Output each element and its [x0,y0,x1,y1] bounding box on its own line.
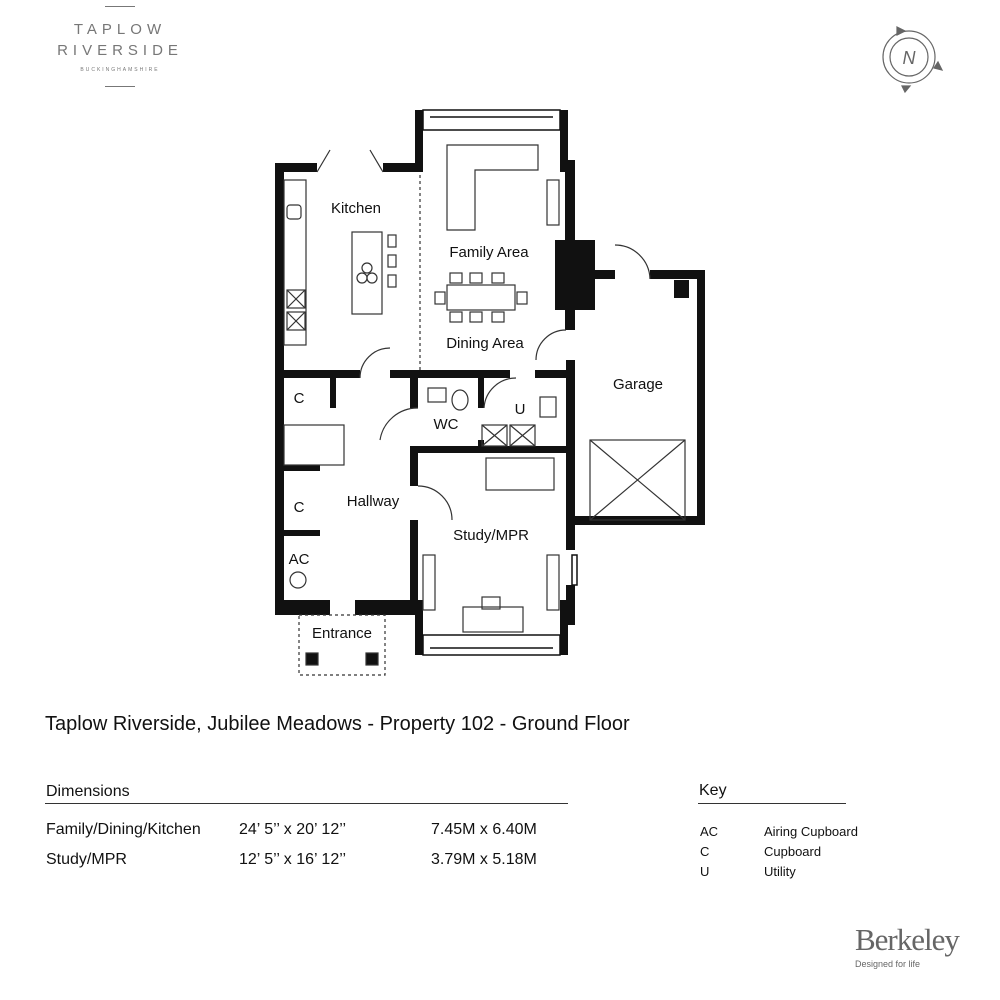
room-label-garage: Garage [613,376,663,393]
room-label-family-area: Family Area [449,244,529,261]
berkeley-logo: Berkeley Designed for life [855,922,960,970]
key-code: C [700,844,710,859]
brand-name: Berkeley [855,922,960,957]
key-divider [698,803,846,804]
room-label-entrance: Entrance [312,625,372,642]
bay-windows [422,109,578,656]
room-label-airing-cupboard: AC [289,551,310,568]
brand-tagline: Designed for life [855,959,921,969]
logo-line-2: RIVERSIDE [57,42,183,59]
compass-north-label: N [903,48,917,68]
plan-title: Taplow Riverside, Jubilee Meadows - Prop… [45,713,630,735]
key-meaning: Cupboard [764,844,822,859]
room-label-cupboard-1: C [294,390,305,407]
dimension-room: Family/Dining/Kitchen [46,821,201,838]
key-code: U [700,864,710,879]
floor-plan: N [275,26,944,676]
development-logo: TAPLOW RIVERSIDE BUCKINGHAMSHIRE [20,6,220,87]
dimensions-divider [45,803,568,804]
room-label-cupboard-2: C [294,499,305,516]
dimensions-heading: Dimensions [46,783,130,800]
room-label-utility: U [515,401,526,418]
key-meaning: Utility [764,864,796,879]
room-label-study: Study/MPR [453,527,529,544]
logo-line-3: BUCKINGHAMSHIRE [80,67,160,73]
dimension-imperial: 24’ 5’’ x 20’ 12’’ [239,821,347,838]
compass-icon [882,26,944,94]
key-heading: Key [699,782,727,799]
key-code: AC [700,824,719,839]
room-label-kitchen: Kitchen [331,200,381,217]
key-meaning: Airing Cupboard [764,824,858,839]
logo-line-1: TAPLOW [73,21,167,38]
dimension-metric: 7.45M x 6.40M [431,821,537,838]
room-label-hallway: Hallway [347,493,400,510]
room-label-wc: WC [434,416,459,433]
furniture [283,144,686,676]
room-label-dining-area: Dining Area [446,335,524,352]
dimension-metric: 3.79M x 5.18M [431,851,537,868]
dimension-room: Study/MPR [46,851,127,868]
dimension-imperial: 12’ 5’’ x 16’ 12’’ [239,851,347,868]
